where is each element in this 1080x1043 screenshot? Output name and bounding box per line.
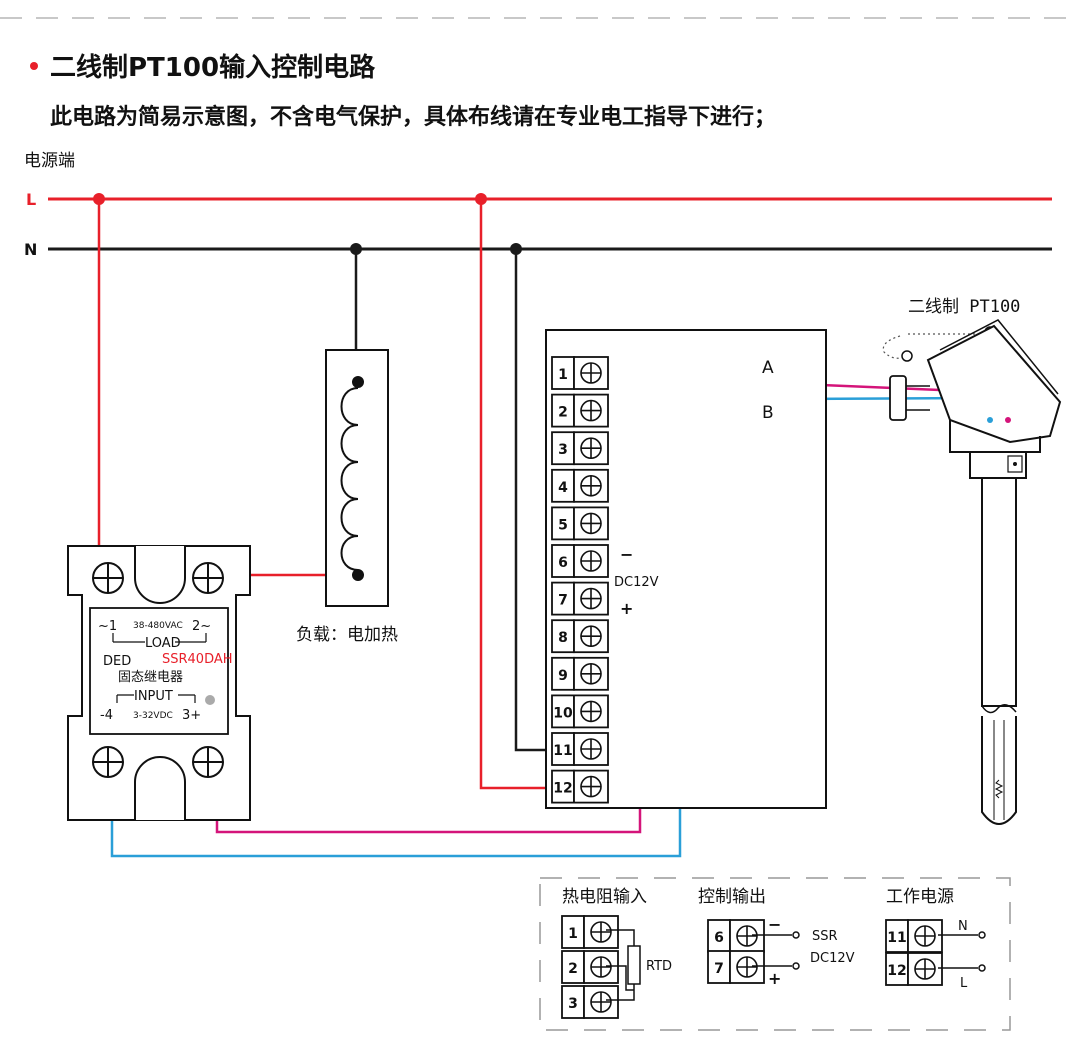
controller-terminal-5: 5 xyxy=(551,506,609,541)
legend-pwr-n: N xyxy=(958,919,968,934)
controller-terminal-number: 10 xyxy=(553,705,573,721)
ssr-load-label: LOAD xyxy=(145,636,181,651)
controller-terminal-number: 11 xyxy=(553,743,572,759)
legend-ctrl-terminal-number: 6 xyxy=(714,930,724,946)
controller-terminal-number: 8 xyxy=(558,630,568,646)
legend-pwr-terminal-11: 11 xyxy=(885,919,943,953)
rtd-resistor xyxy=(627,945,641,985)
ssr-vac: 38-480VAC xyxy=(133,621,183,631)
title-bullet xyxy=(30,62,38,70)
legend-ctrl-minus: − xyxy=(768,915,781,934)
legend-rtd-terminal-1: 1 xyxy=(561,915,619,949)
controller-terminal-number: 12 xyxy=(553,781,572,797)
legend-pwr-terminal-12: 12 xyxy=(885,952,943,986)
load-label: 负载：电加热 xyxy=(296,625,398,645)
ctrl-node-7 xyxy=(792,962,800,970)
controller-terminal-8: 8 xyxy=(551,619,609,654)
controller-terminal-number: 1 xyxy=(558,367,568,383)
legend-rtd-title: 热电阻输入 xyxy=(562,887,647,907)
controller-terminal-3: 3 xyxy=(551,431,609,466)
controller-terminal-2: 2 xyxy=(551,393,609,428)
ssr-terminal-2: 2~ xyxy=(192,619,211,634)
controller-terminal-number: 7 xyxy=(558,593,568,609)
controller-terminal-1: 1 xyxy=(551,356,609,390)
legend-pwr-title: 工作电源 xyxy=(886,887,954,907)
wire-a-label: A xyxy=(762,358,774,378)
controller-terminal-6: 6 xyxy=(551,544,609,578)
legend-rtd-terminal-3: 3 xyxy=(561,985,619,1019)
legend-ctrl-terminal-7: 7 xyxy=(707,950,765,984)
pwr-node-11 xyxy=(978,931,986,939)
controller-dc12v: DC12V xyxy=(614,575,659,590)
line-n-label: N xyxy=(24,240,37,259)
ssr-terminal-3: 3+ xyxy=(182,708,201,723)
legend-rtd-terminal-number: 1 xyxy=(568,926,578,942)
line-l-label: L xyxy=(26,190,36,209)
legend-rtd-terminal-number: 2 xyxy=(568,961,578,977)
legend-ctrl-title: 控制输出 xyxy=(698,887,766,907)
controller-terminal-9: 9 xyxy=(551,656,609,691)
legend-pwr-terminal-number: 11 xyxy=(887,930,906,946)
rtd-wire-mid xyxy=(606,965,634,991)
controller-terminal-number: 2 xyxy=(558,405,568,421)
legend-ctrl-terminal-number: 7 xyxy=(714,961,724,977)
wire-b-label: B xyxy=(762,403,774,423)
solid-state-relay xyxy=(67,545,251,821)
ssr-name: 固态继电器 xyxy=(118,670,183,685)
legend-rtd-terminal-number: 3 xyxy=(568,996,578,1012)
legend-rtd-terminal-2: 2 xyxy=(561,950,619,984)
controller-terminal-number: 3 xyxy=(558,442,568,458)
junction-dot xyxy=(93,193,105,205)
legend-pwr-l: L xyxy=(960,976,968,991)
power-label: 电源端 xyxy=(24,151,75,171)
legend-ctrl-terminal-6: 6 xyxy=(707,919,765,953)
ssr-vdc: 3-32VDC xyxy=(133,711,173,721)
pwr-node-12 xyxy=(978,964,986,972)
controller-terminal-11: 11 xyxy=(551,732,609,766)
legend-ctrl-ssr: SSR xyxy=(812,929,838,944)
controller-terminal-4: 4 xyxy=(551,468,609,503)
controller-terminal-number: 5 xyxy=(558,517,568,533)
rtd-wire-top xyxy=(606,929,635,946)
legend-ctrl-plus: + xyxy=(768,969,781,988)
controller-plus: + xyxy=(620,599,633,618)
ssr-brand: DED xyxy=(103,654,131,669)
sensor-label: 二线制 PT100 xyxy=(908,297,1020,317)
safety-note: 此电路为简易示意图，不含电气保护，具体布线请在专业电工指导下进行； xyxy=(50,104,776,130)
legend-ctrl-dc: DC12V xyxy=(810,951,855,966)
controller-terminal-number: 4 xyxy=(558,480,568,496)
ssr-model: SSR40DAH xyxy=(162,652,233,667)
junction-dot xyxy=(350,243,362,255)
controller-minus: − xyxy=(620,545,633,564)
ssr-input-label: INPUT xyxy=(134,689,173,704)
ssr-terminal-4: -4 xyxy=(100,708,113,723)
ctrl-node-6 xyxy=(792,931,800,939)
controller-terminal-number: 9 xyxy=(558,668,568,684)
controller-terminal-12: 12 xyxy=(551,769,609,804)
junction-dot xyxy=(475,193,487,205)
controller-terminal-10: 10 xyxy=(551,694,609,729)
controller-terminal-7: 7 xyxy=(551,581,609,616)
page-title: 二线制PT100输入控制电路 xyxy=(50,52,376,83)
junction-dot xyxy=(510,243,522,255)
legend-rtd-label: RTD xyxy=(646,959,672,974)
load-heater xyxy=(325,349,389,607)
ssr-terminal-1: ~1 xyxy=(98,619,117,634)
pt100-sensor xyxy=(882,319,1062,825)
controller-terminal-number: 6 xyxy=(558,555,568,571)
legend-box xyxy=(539,877,1011,1031)
legend-pwr-terminal-number: 12 xyxy=(887,963,906,979)
